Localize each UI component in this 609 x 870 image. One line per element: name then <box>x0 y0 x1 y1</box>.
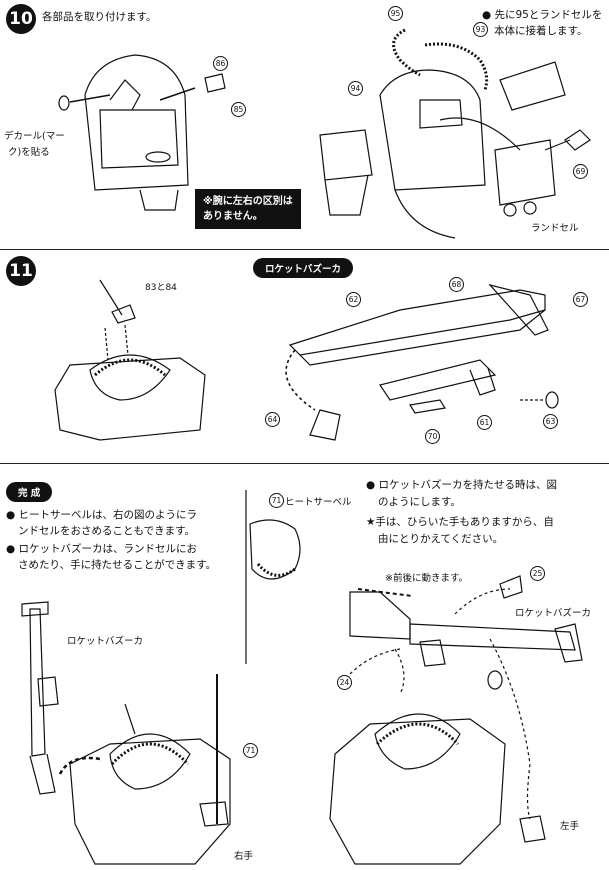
complete-bullet-1-cont: ンドセルをおさめることもできます。 <box>18 525 196 537</box>
complete-heading: 完 成 <box>6 482 53 502</box>
bazooka-hold-bullet: ● ロケットバズーカを持たせる時は、図 <box>366 479 557 491</box>
complete-illustration <box>21 490 583 865</box>
part-25-marker: 25 <box>530 566 545 581</box>
divider-1 <box>0 249 609 250</box>
step-10-badge: 10 <box>6 4 36 34</box>
divider-2 <box>0 463 609 464</box>
part-95-marker: 95 <box>388 6 403 21</box>
note-line-1: ※腕に左右の区別は <box>203 196 293 207</box>
part-24-marker: 24 <box>337 675 352 690</box>
part-70-marker: 70 <box>425 429 440 444</box>
bazooka-hold-cont: のようにします。 <box>378 496 461 508</box>
step-11-badge: 11 <box>6 256 36 286</box>
landsel-label: ランドセル <box>531 223 579 234</box>
complete-bullet-1: ● ヒートサーベルは、右の図のようにラ <box>6 509 197 521</box>
head-shell <box>84 54 189 191</box>
parts-83-84-callout: 83と84 <box>145 283 177 293</box>
part-63-marker: 63 <box>543 414 558 429</box>
open-hand-note-cont: 由にとりかえてください。 <box>378 533 504 545</box>
part-67-marker: 67 <box>573 292 588 307</box>
no-left-right-note: ※腕に左右の区別は ありません。 <box>195 189 301 229</box>
part-94-marker: 94 <box>348 81 363 96</box>
part-64-marker: 64 <box>265 412 280 427</box>
rocket-bazooka-heading: ロケットバズーカ <box>253 258 354 278</box>
part-93-marker: 93 <box>473 22 488 37</box>
step-11-illustration <box>54 279 559 441</box>
decal-label-line1: デカール(マー <box>4 131 65 142</box>
part-68-marker: 68 <box>449 277 464 292</box>
step-10-instruction: 各部品を取り付けます。 <box>42 11 157 23</box>
part-61-marker: 61 <box>477 415 492 430</box>
part-86-marker: 86 <box>213 56 228 71</box>
part-85-marker: 85 <box>231 102 246 117</box>
left-bazooka-label: ロケットバズーカ <box>67 636 144 647</box>
complete-bullet-2: ● ロケットバズーカは、ランドセルにお <box>6 543 197 555</box>
part-69-marker: 69 <box>573 164 588 179</box>
part-62-marker: 62 <box>346 292 361 307</box>
complete-bullet-2-cont: さめたり、手に持たせることができます。 <box>18 559 217 571</box>
right-bazooka-label: ロケットバズーカ <box>515 608 592 619</box>
part-71-marker-top: 71 <box>269 493 284 508</box>
decal-label-line2: ク)を貼る <box>8 147 50 158</box>
step-10-illustration <box>58 28 591 239</box>
attach-first-line1: ● 先に95とランドセルを <box>482 9 603 21</box>
left-hand-label: 左手 <box>560 821 580 832</box>
heat-saber-label: ヒートサーベル <box>285 497 352 508</box>
part-71-marker-bottom: 71 <box>243 743 258 758</box>
move-note: ※前後に動きます。 <box>385 573 469 584</box>
open-hand-note: ★手は、ひらいた手もありますから、自 <box>366 516 554 528</box>
right-hand-label: 右手 <box>234 851 254 862</box>
note-line-2: ありません。 <box>203 211 263 222</box>
attach-first-line2: 本体に接着します。 <box>494 25 588 37</box>
